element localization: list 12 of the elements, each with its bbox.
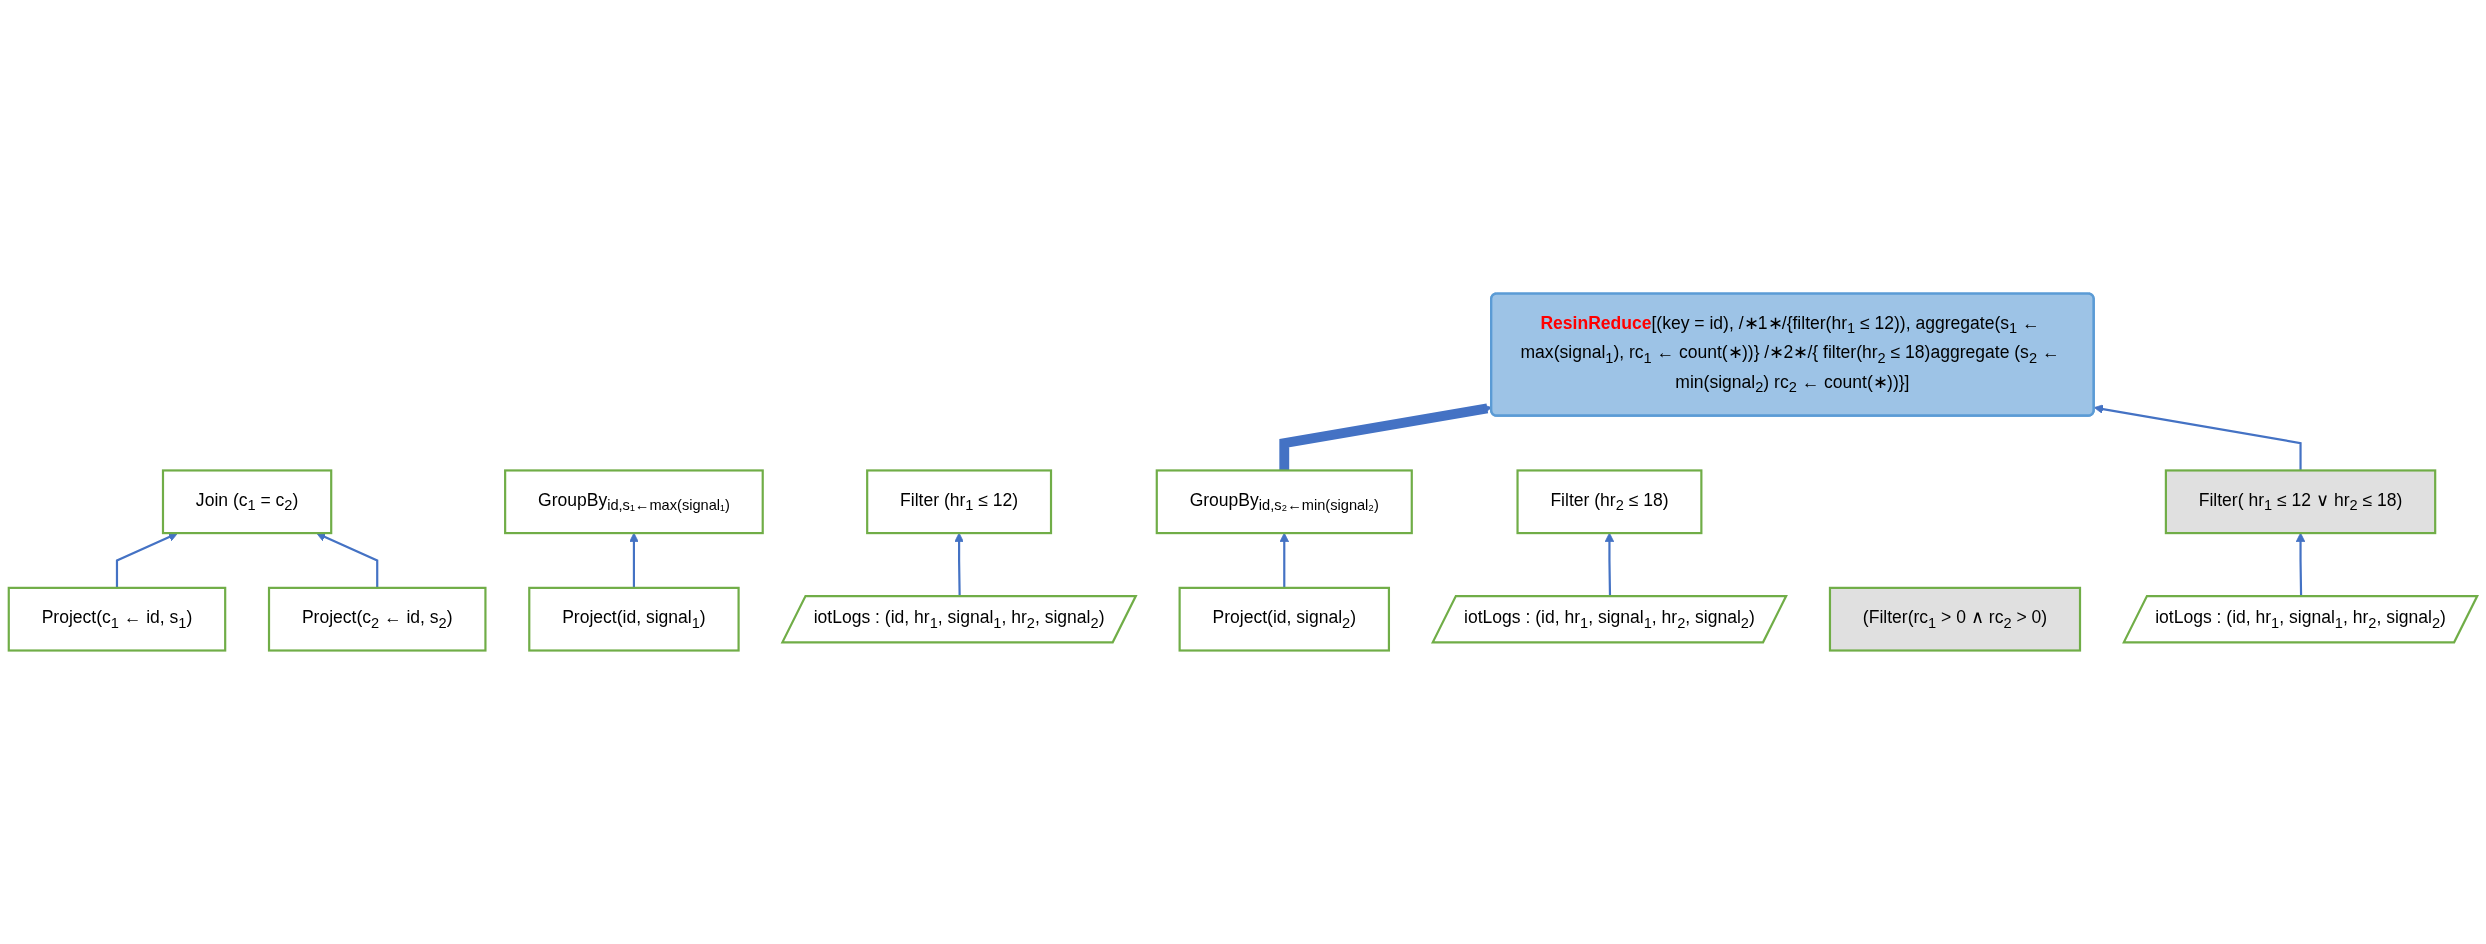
node-box: (Filter(rc$_{1}$ > 0 ∧ rc$_{2}$ > 0) — [1828, 586, 2082, 652]
node-box: Project(id, signal$_{1}$) — [528, 586, 740, 652]
node-box: Filter (hr$_{2}$ ≤ 18) — [1516, 469, 1703, 535]
node-box: Filter( hr$_{1}$ ≤ 12 ∨ hr$_{2}$ ≤ 18) — [2164, 469, 2437, 535]
node-box: GroupBy$_{id,s₂←min(signal₂)}$ — [1155, 469, 1413, 535]
node-box: Join (c$_{1}$ = c$_{2}$) — [161, 469, 333, 535]
node-box: Project(id, signal$_{2}$) — [1178, 586, 1390, 652]
node-box: Project(c$_{1}$ ← id, s$_{1}$) — [7, 586, 227, 652]
node-box: Filter (hr$_{1}$ ≤ 12) — [866, 469, 1053, 535]
arrow — [2093, 404, 2302, 471]
node-box: GroupBy$_{id,s₁←max(signal₁)}$ — [504, 469, 764, 535]
node-box: Project(c$_{2}$ ← id, s$_{2}$) — [267, 586, 487, 652]
